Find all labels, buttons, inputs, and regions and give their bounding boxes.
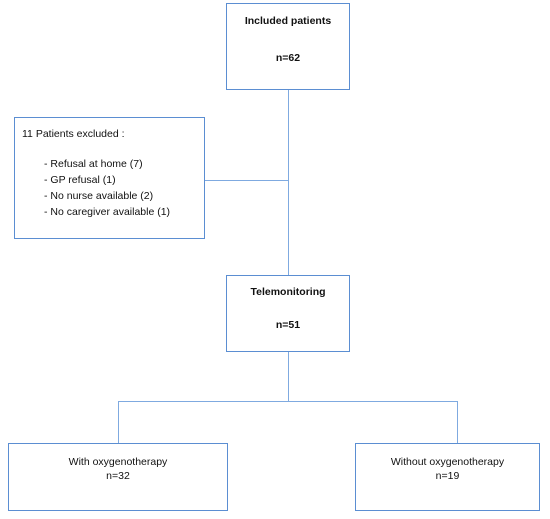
connector-exclusion-branch bbox=[205, 180, 288, 181]
exclusion-reasons-list: - Refusal at home (7) - GP refusal (1) -… bbox=[44, 157, 170, 221]
exclusion-reason-item: - GP refusal (1) bbox=[44, 174, 116, 186]
excluded-patients-title: 11 Patients excluded : bbox=[22, 128, 125, 140]
exclusion-reason-item: - No caregiver available (1) bbox=[44, 206, 171, 218]
included-patients-title: Included patients bbox=[244, 15, 332, 27]
connector-included-to-telemonitoring bbox=[288, 90, 289, 275]
excluded-patients-box: 11 Patients excluded : - Refusal at home… bbox=[14, 117, 205, 239]
without-oxygenotherapy-title: Without oxygenotherapy bbox=[390, 456, 505, 468]
connector-to-with-oxygen bbox=[118, 401, 119, 443]
connector-to-without-oxygen bbox=[457, 401, 458, 443]
telemonitoring-count: n=51 bbox=[275, 319, 301, 331]
included-patients-count: n=62 bbox=[275, 52, 301, 64]
without-oxygenotherapy-box: Without oxygenotherapy n=19 bbox=[355, 443, 540, 511]
with-oxygenotherapy-title: With oxygenotherapy bbox=[68, 456, 168, 468]
exclusion-reason-item: - No nurse available (2) bbox=[44, 190, 154, 202]
included-patients-box: Included patients n=62 bbox=[226, 3, 350, 90]
connector-split-horizontal bbox=[118, 401, 458, 402]
without-oxygenotherapy-count: n=19 bbox=[435, 470, 460, 482]
with-oxygenotherapy-box: With oxygenotherapy n=32 bbox=[8, 443, 228, 511]
telemonitoring-title: Telemonitoring bbox=[250, 286, 326, 298]
connector-telemonitoring-down bbox=[288, 352, 289, 402]
telemonitoring-box: Telemonitoring n=51 bbox=[226, 275, 350, 352]
with-oxygenotherapy-count: n=32 bbox=[106, 470, 130, 482]
exclusion-reason-item: - Refusal at home (7) bbox=[44, 158, 143, 170]
